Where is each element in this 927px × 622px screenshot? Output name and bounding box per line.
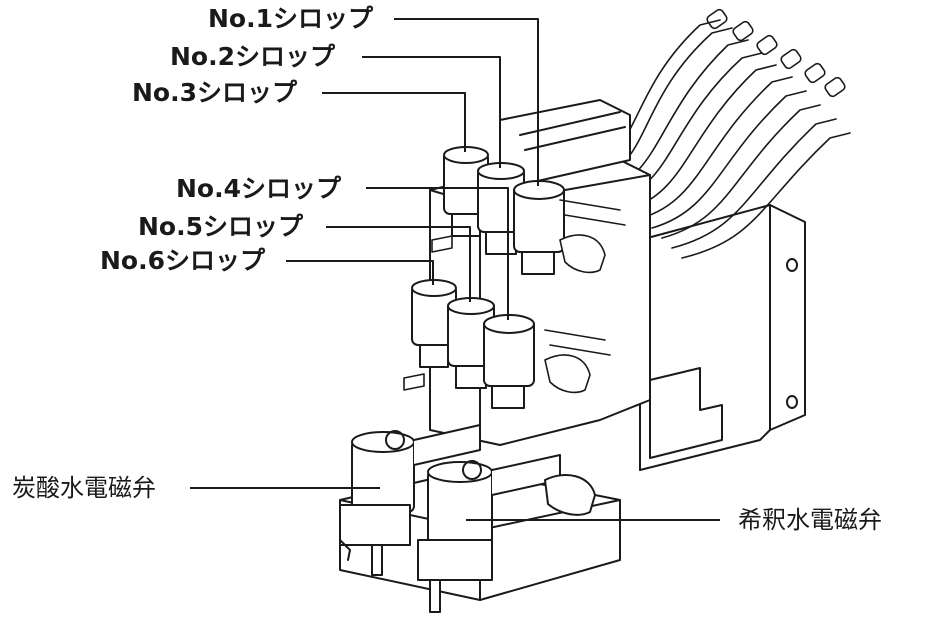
- label-no2-syrup: No.2シロップ: [170, 42, 335, 71]
- mounting-bracket: [639, 204, 806, 471]
- label-no5-syrup: No.5シロップ: [138, 212, 303, 241]
- carbonated-water-valve-body: [339, 424, 481, 576]
- leader-lines: [190, 18, 720, 521]
- label-no1-syrup: No.1シロップ: [208, 4, 373, 33]
- leader-no2: [362, 56, 501, 168]
- label-no6-syrup: No.6シロップ: [100, 246, 265, 275]
- label-dilution-water-valve: 希釈水電磁弁: [738, 506, 882, 534]
- leader-no5: [326, 226, 471, 302]
- leader-no3: [322, 92, 466, 152]
- side-fittings: [403, 199, 626, 394]
- leader-no1: [394, 18, 539, 186]
- syrup-tube-bundle: [589, 8, 851, 259]
- label-no4-syrup: No.4シロップ: [176, 174, 341, 203]
- solenoid-1: [513, 180, 565, 275]
- dilution-water-valve-body: [417, 454, 596, 613]
- leader-no4: [366, 187, 509, 320]
- lower-syrup-solenoids: [411, 279, 535, 409]
- label-carbonated-water-valve: 炭酸水電磁弁: [12, 474, 156, 502]
- solenoid-4: [483, 314, 535, 409]
- leader-no6: [286, 260, 434, 285]
- label-no3-syrup: No.3シロップ: [132, 78, 297, 107]
- solenoid-5: [447, 297, 495, 389]
